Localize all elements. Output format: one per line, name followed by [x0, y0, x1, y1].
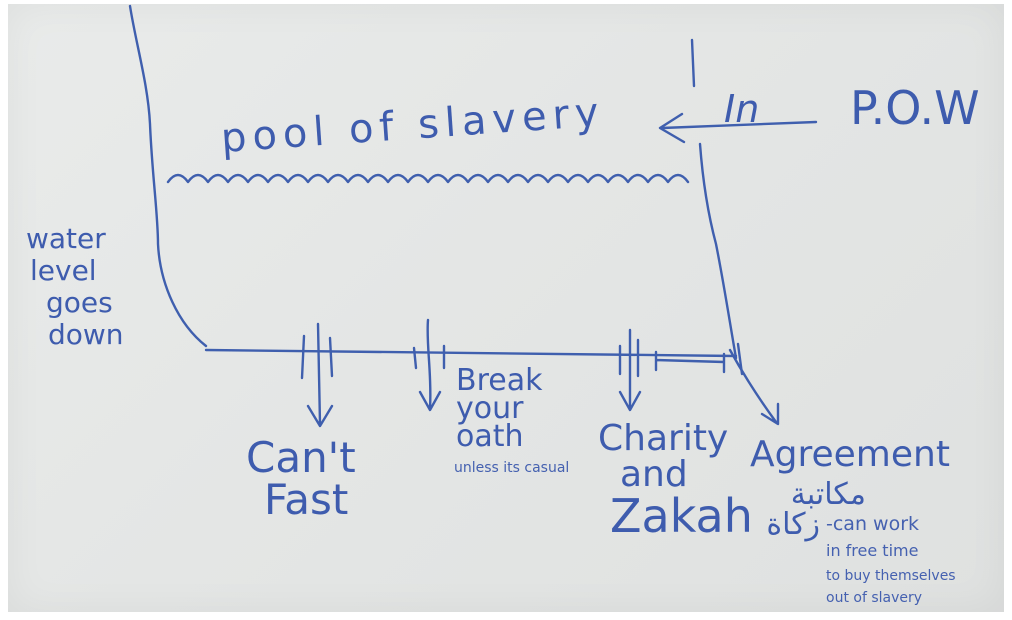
pool-bottom: [204, 348, 738, 358]
outlet-2-note: unless its casual: [454, 460, 569, 476]
outlet-4-arrow: [728, 348, 780, 426]
inflow-label: In: [724, 87, 759, 131]
water-label-line-4: down: [48, 318, 124, 351]
outlet-4-label-line-1: Agreement: [750, 434, 950, 475]
pool-label: pool of slavery: [219, 89, 606, 162]
outlet-4-note-line-4: out of slavery: [826, 590, 922, 606]
outlet-3-arrow: [618, 328, 642, 412]
outlet-1-label-line-2: Fast: [264, 475, 348, 524]
pool-bottom-bracket: [654, 350, 726, 374]
outlet-3-label-line-3: Zakah: [610, 489, 753, 543]
outlet-3-label-line-2: and: [620, 454, 688, 495]
outlet-4-note-line-1: -can work: [826, 513, 919, 535]
outlet-3-gap: [618, 338, 640, 378]
water-surface-wave: [166, 173, 690, 184]
diagram-canvas: pool of slavery In P.O.W water level goe…: [26, 4, 980, 606]
outlet-1-label-line-1: Can't: [246, 433, 356, 482]
whiteboard: pool of slavery In P.O.W water level goe…: [8, 4, 1004, 612]
water-label-line-3: goes: [46, 286, 113, 319]
outlet-2-label-line-2: your: [456, 391, 524, 426]
outlet-4-note-line-3: to buy themselves: [826, 568, 956, 584]
outlet-2-arrow: [418, 318, 442, 412]
water-label-line-1: water: [26, 222, 106, 255]
outlet-3-arabic: زكاة: [766, 507, 820, 542]
outlet-2-label-line-1: Break: [456, 363, 543, 398]
outlet-2-gap: [412, 344, 446, 370]
inflow-tick: [690, 38, 696, 88]
source-label: P.O.W: [850, 81, 980, 135]
outlet-1-arrow: [306, 322, 334, 428]
outlet-2-label-line-3: oath: [456, 419, 524, 454]
outlet-3-label-line-1: Charity: [598, 418, 728, 459]
pool-right-wall: [698, 142, 738, 360]
outlet-4-arabic: مكاتبة: [791, 477, 866, 512]
inflow-arrow-shaft: [660, 120, 818, 130]
outlet-1-gap: [300, 334, 334, 380]
inflow-arrow-head: [658, 112, 686, 144]
pool-left-wall: [128, 4, 208, 348]
water-level-note: water level goes down: [26, 222, 124, 351]
water-label-line-2: level: [30, 254, 97, 287]
outlet-4-note-line-2: in free time: [826, 541, 918, 560]
